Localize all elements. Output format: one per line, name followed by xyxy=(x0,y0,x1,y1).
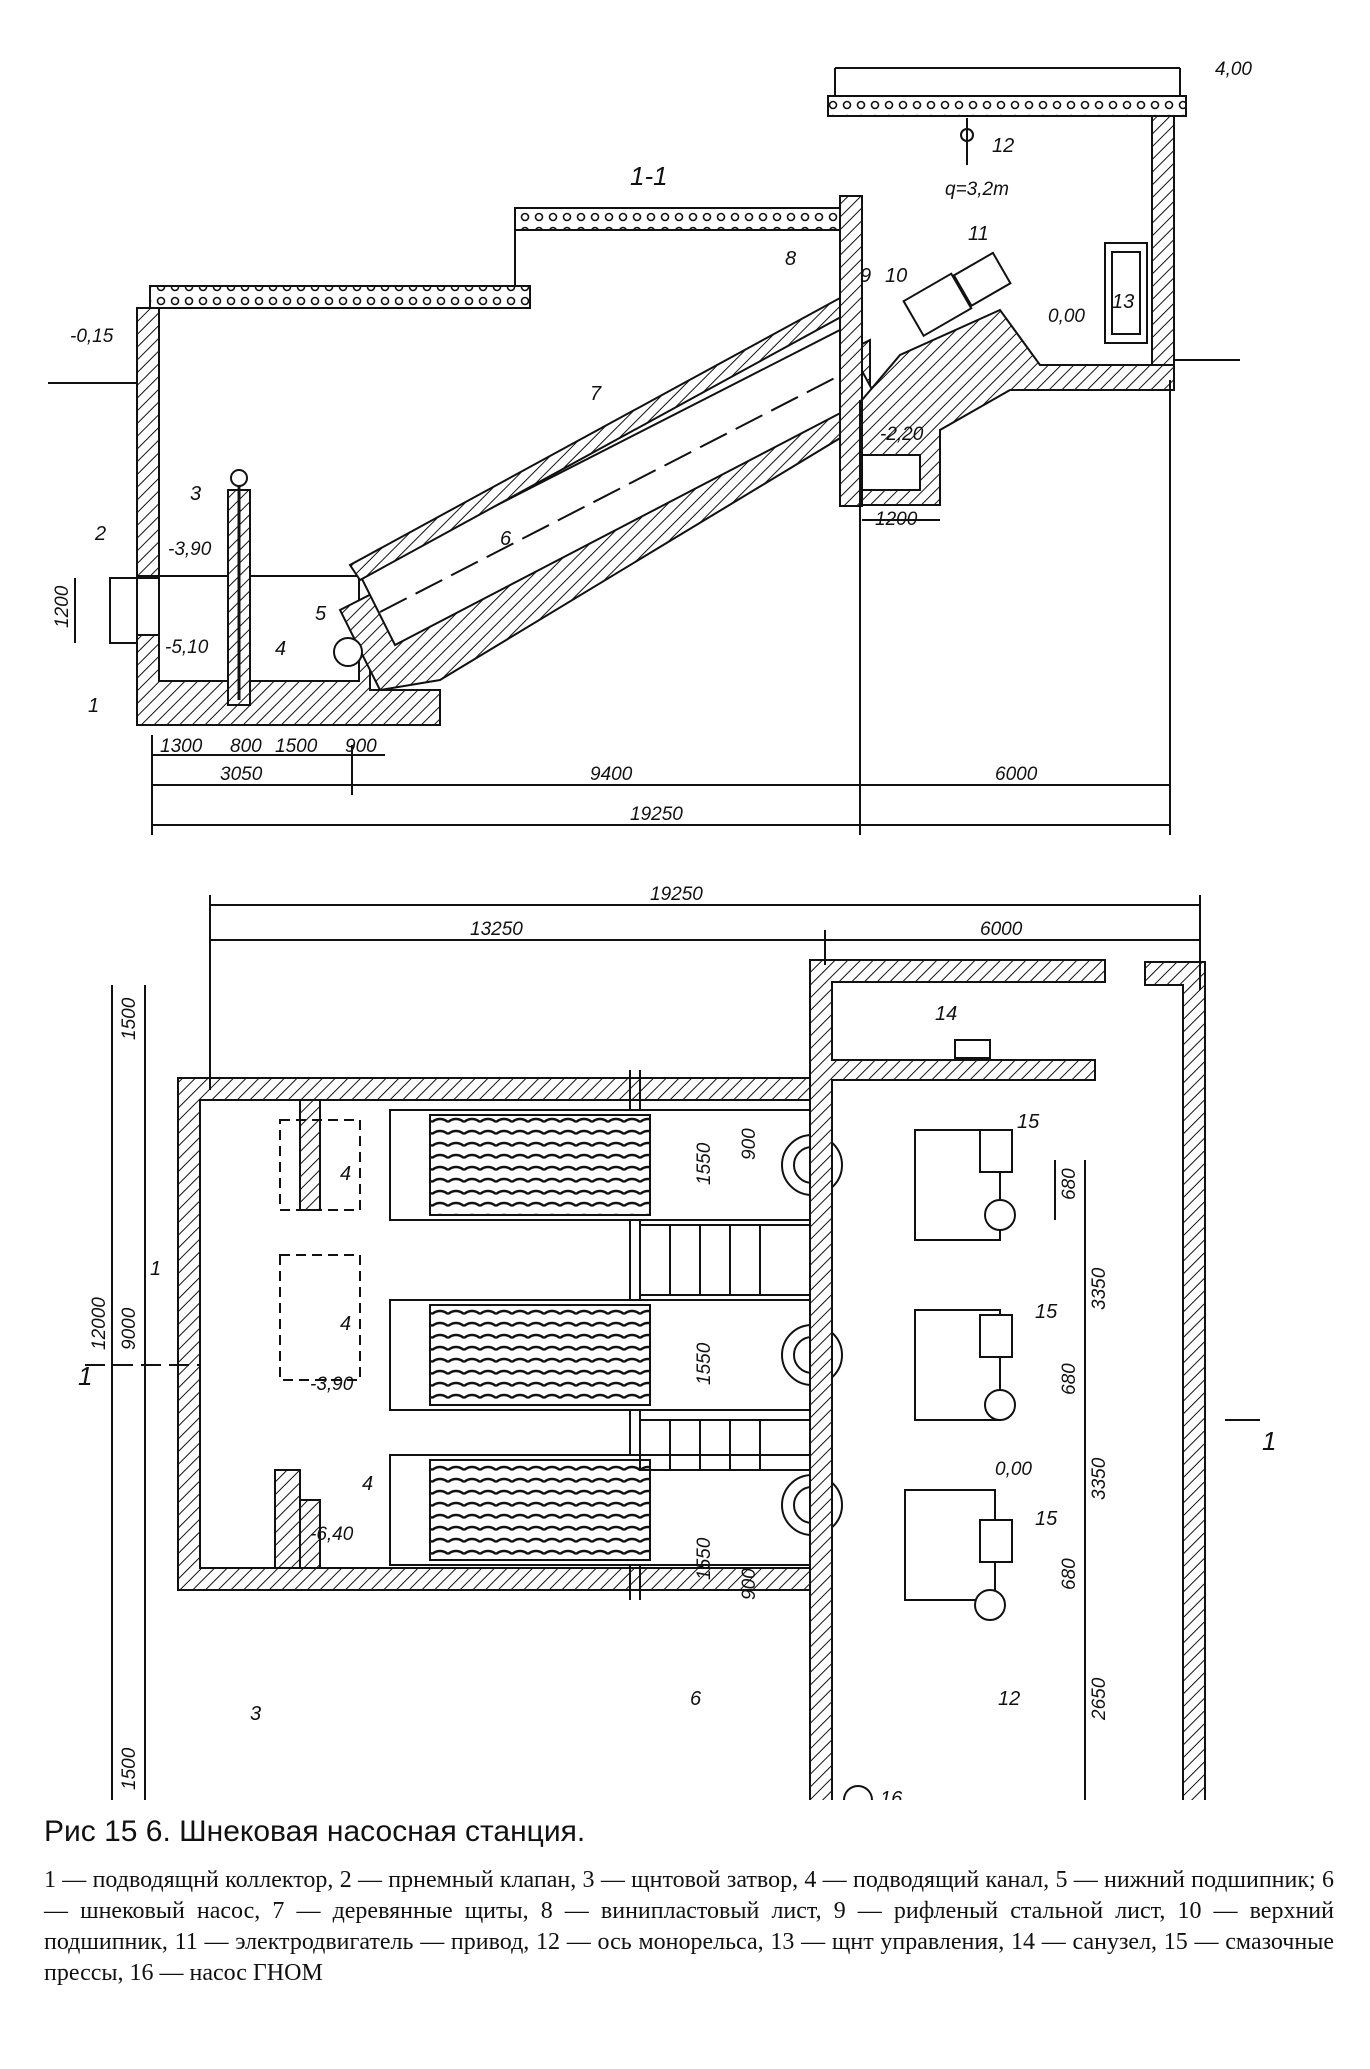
section-view xyxy=(48,67,1240,835)
level-5-10: -5,10 xyxy=(165,637,209,658)
section-mark-left: 1 xyxy=(78,1361,92,1391)
plan-callout-1: 1 xyxy=(150,1258,161,1280)
pit-size: 1200 xyxy=(875,509,918,530)
callout-9: 9 xyxy=(860,265,871,287)
plan-labels: 19250 13250 6000 1500 12000 9000 1500 15… xyxy=(78,884,1276,1800)
machine-room-wall xyxy=(809,959,1106,1800)
dim-3050: 3050 xyxy=(220,764,263,785)
section-title: 1-1 xyxy=(630,161,668,191)
plan-level-0-00: 0,00 xyxy=(995,1459,1032,1480)
plan-dim-680-2: 680 xyxy=(1059,1363,1080,1395)
plan-dim-13250: 13250 xyxy=(470,919,523,940)
plan-dim-total: 19250 xyxy=(650,884,703,905)
inlet-channel-wall xyxy=(299,1099,321,1211)
screw-pump-2 xyxy=(389,1299,843,1411)
dim-1300: 1300 xyxy=(160,736,203,757)
plan-callout-15a: 15 xyxy=(1017,1111,1040,1133)
callout-1: 1 xyxy=(88,695,99,717)
motor xyxy=(902,272,973,338)
callout-2: 2 xyxy=(94,523,106,545)
callout-6: 6 xyxy=(500,528,512,550)
callout-10: 10 xyxy=(885,265,907,287)
dim-9400: 9400 xyxy=(590,764,633,785)
callout-7: 7 xyxy=(590,383,602,405)
plan-dim-12000: 12000 xyxy=(89,1297,110,1350)
plan-callout-12: 12 xyxy=(998,1688,1020,1710)
lower-bearing xyxy=(333,637,363,667)
plan-callout-15c: 15 xyxy=(1035,1508,1058,1530)
dim-900: 900 xyxy=(345,736,377,757)
plan-dim-680-3: 680 xyxy=(1059,1558,1080,1590)
callout-12: 12 xyxy=(992,135,1014,157)
plan-callout-15b: 15 xyxy=(1035,1301,1058,1323)
dim-800: 800 xyxy=(230,736,262,757)
level-2-20: -2,20 xyxy=(880,424,924,445)
caption-title: Рис 15 6. Шнековая насосная станция. xyxy=(44,1815,586,1848)
upper-wall-left xyxy=(839,195,863,507)
level-0-00: 0,00 xyxy=(1048,306,1085,327)
plan-dim-9000: 9000 xyxy=(119,1307,140,1350)
dim-19250: 19250 xyxy=(630,804,683,825)
caption-legend: 1 — подводящнй коллектор, 2 — прнемный к… xyxy=(44,1867,1334,1986)
plan-callout-4b: 4 xyxy=(340,1313,351,1335)
dim-1500: 1500 xyxy=(275,736,318,757)
level-3-90: -3,90 xyxy=(168,539,212,560)
crane-load: q=3,2т xyxy=(945,179,1009,200)
callout-5: 5 xyxy=(315,603,327,625)
plan-dim-900-1: 900 xyxy=(739,1128,760,1160)
level-4-00: 4,00 xyxy=(1215,59,1252,80)
plan-dim-1550-1: 1550 xyxy=(694,1142,715,1185)
roof-mid xyxy=(514,207,846,231)
plan-callout-14: 14 xyxy=(935,1003,957,1025)
plan-view xyxy=(85,895,1260,1800)
callout-13: 13 xyxy=(1112,291,1134,313)
plan-level-3-90: -3,90 xyxy=(310,1374,354,1395)
upper-roof xyxy=(827,95,1187,117)
callout-8: 8 xyxy=(785,248,796,270)
plan-dim-3350-2: 3350 xyxy=(1089,1457,1110,1500)
plan-dim-1550-2: 1550 xyxy=(694,1342,715,1385)
plan-dim-3350-1: 3350 xyxy=(1089,1267,1110,1310)
plan-dim-900-2: 900 xyxy=(739,1568,760,1600)
roof-low xyxy=(149,285,531,309)
plan-dim-1550-3: 1550 xyxy=(694,1537,715,1580)
plan-callout-4c: 4 xyxy=(362,1473,373,1495)
upper-floor xyxy=(861,308,1175,506)
screw-pump xyxy=(358,328,877,647)
left-wall xyxy=(136,307,160,577)
callout-4: 4 xyxy=(275,638,286,660)
figure-caption: Рис 15 6. Шнековая насосная станция. 1 —… xyxy=(44,1815,1334,1989)
pipe-size: 1200 xyxy=(52,585,73,628)
callout-11: 11 xyxy=(968,223,989,245)
callout-3: 3 xyxy=(190,483,201,505)
plan-dim-1500-bottom: 1500 xyxy=(119,1747,140,1790)
upper-wall-right xyxy=(1151,109,1175,366)
plan-dim-6000: 6000 xyxy=(980,919,1023,940)
technical-drawing: 1-1 -0,15 -3,90 -5,10 -2,20 0,00 4,00 q=… xyxy=(48,59,1276,1800)
screw-pump-3 xyxy=(389,1454,843,1566)
plan-level-6-40: -6,40 xyxy=(310,1524,354,1545)
plan-callout-6: 6 xyxy=(690,1688,702,1710)
section-mark-right: 1 xyxy=(1262,1426,1276,1456)
plan-callout-4a: 4 xyxy=(340,1163,351,1185)
screw-pump-1 xyxy=(389,1109,843,1221)
plan-callout-16: 16 xyxy=(880,1788,903,1800)
gnom-pump xyxy=(843,1785,873,1800)
plan-dim-2650: 2650 xyxy=(1089,1677,1110,1721)
plan-dim-1500-top: 1500 xyxy=(119,997,140,1040)
level-0-15: -0,15 xyxy=(70,326,114,347)
section-labels: 1-1 -0,15 -3,90 -5,10 -2,20 0,00 4,00 q=… xyxy=(52,59,1252,825)
plan-callout-3: 3 xyxy=(250,1703,261,1725)
dim-6000: 6000 xyxy=(995,764,1038,785)
plan-dim-680-1: 680 xyxy=(1059,1168,1080,1200)
